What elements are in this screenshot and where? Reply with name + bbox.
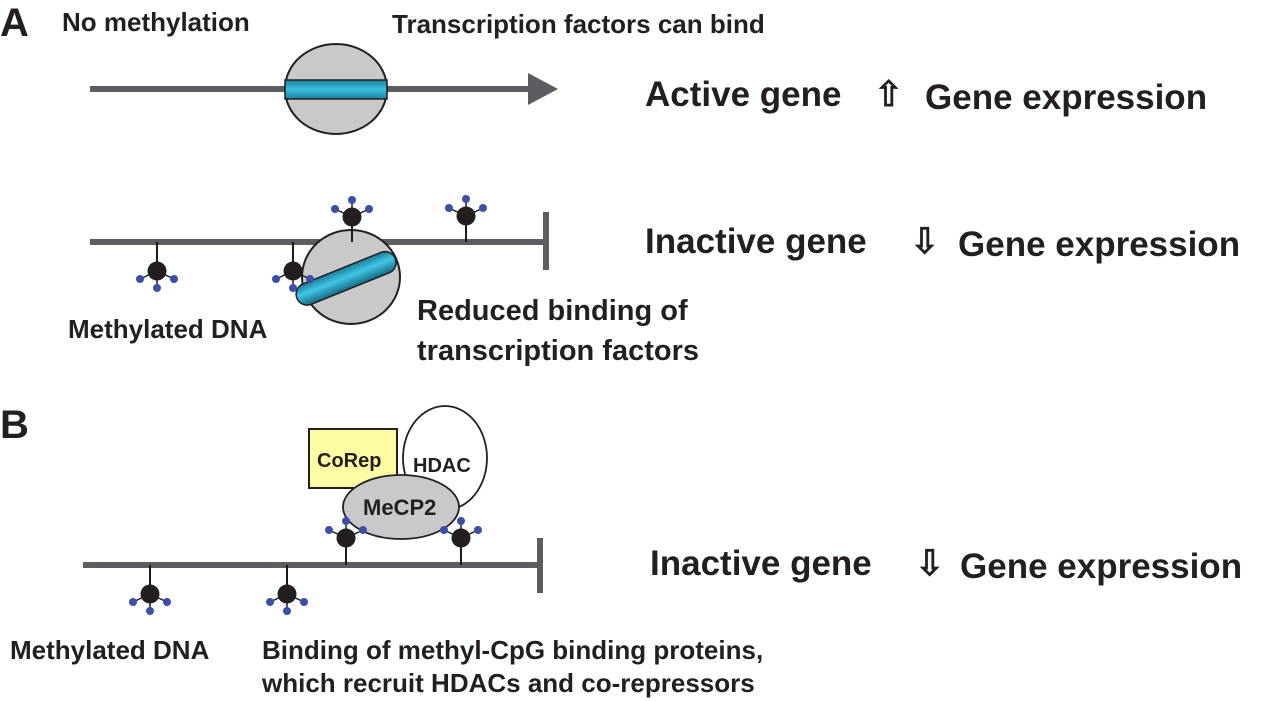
label-tf-can-bind: Transcription factors can bind — [392, 9, 765, 39]
inactive-gene-expression-label-b: Inactive gene ⇩ Gene expression — [650, 544, 1242, 586]
label-reduced-binding-line2: transcription factors — [417, 335, 699, 367]
repressor-complex: HDAC CoRep MeCP2 — [308, 405, 488, 540]
methyl-group-icon — [266, 565, 308, 615]
methyl-group-icon — [129, 565, 171, 615]
methyl-group-icon — [445, 195, 487, 242]
methyl-group-icon — [325, 517, 367, 565]
mecp2-label: MeCP2 — [363, 495, 436, 520]
label-methylated-dna-a: Methylated DNA — [68, 314, 268, 344]
label-methylated-dna-b: Methylated DNA — [10, 635, 210, 665]
panel-label-b: B — [0, 403, 29, 447]
arrow-up-icon: ⇧ — [874, 75, 903, 114]
label-reduced-binding-line1: Reduced binding of — [417, 295, 688, 327]
dna-direction-arrowhead — [528, 73, 558, 105]
transcription-factor-reduced — [295, 229, 401, 325]
panel-label-a: A — [0, 1, 29, 45]
methyl-group-icon — [272, 242, 314, 292]
active-gene-expression-label: Active gene ⇧ Gene expression — [645, 75, 1207, 117]
transcription-factor-bound — [284, 43, 388, 135]
label-gene-expression-down-a: Gene expression — [958, 225, 1240, 264]
mecp2-protein — [342, 474, 460, 540]
label-inactive-gene-a: Inactive gene — [645, 222, 867, 261]
label-no-methylation: No methylation — [62, 7, 250, 37]
hdac-label: HDAC — [413, 455, 471, 477]
methyl-groups-b — [129, 517, 482, 615]
label-binding-line2: which recruit HDACs and co-repressors — [261, 668, 755, 698]
label-gene-expression-up: Gene expression — [925, 78, 1207, 117]
inactive-gene-expression-label-a: Inactive gene ⇩ Gene expression — [645, 222, 1240, 264]
methyl-group-icon — [136, 242, 178, 292]
methyl-groups-a — [136, 195, 487, 292]
label-gene-expression-down-b: Gene expression — [960, 547, 1242, 586]
corep-label: CoRep — [317, 450, 381, 472]
label-binding-line1: Binding of methyl-CpG binding proteins, — [262, 635, 763, 665]
label-active-gene: Active gene — [645, 75, 841, 114]
arrow-down-icon-a: ⇩ — [910, 222, 939, 261]
methyl-group-icon — [331, 196, 373, 242]
methyl-group-icon — [440, 517, 482, 565]
inactive-dna-strand-b — [83, 538, 543, 593]
arrow-down-icon-b: ⇩ — [915, 544, 944, 583]
label-inactive-gene-b: Inactive gene — [650, 544, 872, 583]
